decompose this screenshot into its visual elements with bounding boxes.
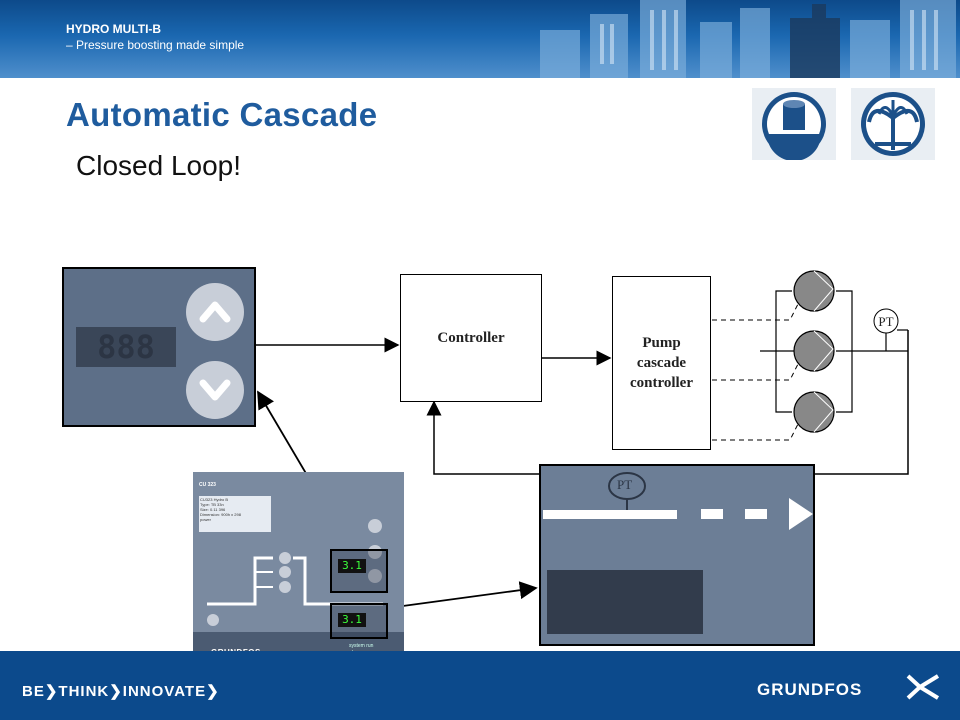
down-button[interactable] [186,361,244,419]
panel-display-1: 3.1 [338,559,366,573]
tank-icon [752,88,836,161]
footer-bar [0,651,960,720]
product-tagline: – Pressure boosting made simple [66,38,245,52]
footer-brand: GRUNDFOS [757,680,863,699]
panel-display-highlight-2: 3.1 [330,603,388,639]
product-name: HYDRO MULTI-B [66,22,162,36]
sensor-display-photo: PT [539,464,815,646]
pressure-sensor-symbol [873,308,899,334]
controller-label: Controller [437,329,505,346]
pump-cascade-box: Pump cascade controller [612,276,711,450]
pump-2 [793,330,835,372]
footer-slogan: BE❯THINK❯INNOVATE❯ [22,683,220,700]
display-panel-photo: 888 [62,267,256,427]
slide-subtitle: Closed Loop! [76,150,242,181]
up-button[interactable] [186,283,244,341]
slide-title: Automatic Cascade [66,96,378,133]
pump-cascade-label: Pump cascade controller [629,335,694,391]
pump-1 [793,270,835,312]
panel-display-2: 3.1 [338,613,366,627]
display-digits: 888 [97,328,155,366]
closeup-sensor-label: PT [617,477,633,492]
controller-box: Controller [400,274,542,402]
panel-display-highlight-1: 3.1 [330,549,388,593]
grundfos-logo-icon [906,674,940,700]
sensor-label: PT [878,314,893,329]
pump-3 [793,391,835,433]
panel-title: CU 323 [199,482,216,488]
fountain-icon [851,88,935,160]
segment-display: 888 [76,327,176,367]
header-banner [0,0,960,78]
skyline-illustration [540,0,956,78]
